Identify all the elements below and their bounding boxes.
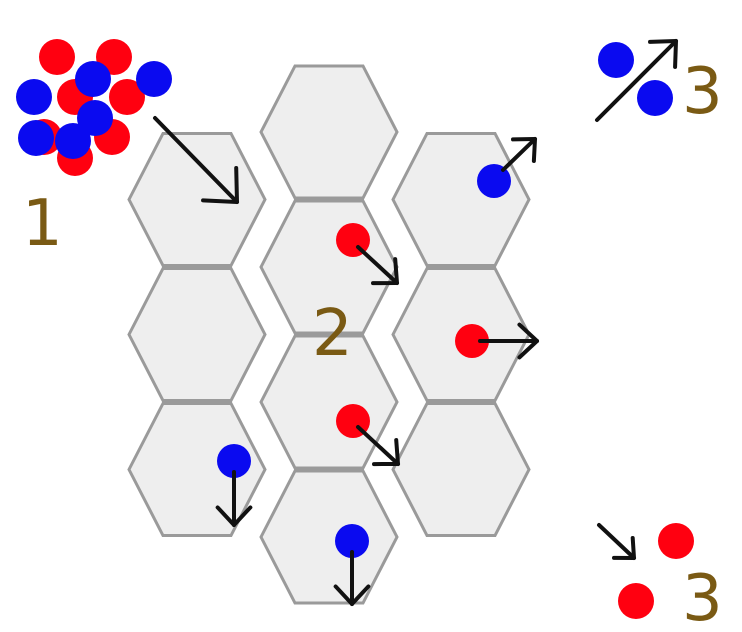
- hex-cell: [259, 334, 399, 470]
- blue-particle: [637, 80, 673, 116]
- blue-particle: [77, 100, 113, 136]
- red-particle: [658, 523, 694, 559]
- hex-cell: [127, 267, 267, 402]
- arrow-hex-red-right: [478, 322, 539, 360]
- hex-cell: [127, 132, 267, 267]
- label-step-1: 1: [22, 187, 63, 261]
- red-particle: [39, 39, 75, 75]
- blue-particle: [477, 164, 511, 198]
- blue-particle: [75, 61, 111, 97]
- arrow-initial: [153, 116, 239, 204]
- hex-cell: [127, 402, 267, 537]
- red-particle: [618, 583, 654, 619]
- outgoing-particles: [598, 42, 694, 619]
- blue-particle: [217, 444, 251, 478]
- label-step-3-top: 3: [682, 55, 723, 129]
- arrow-hex-blue-left: [215, 470, 253, 527]
- blue-particle: [598, 42, 634, 78]
- hex-cell: [259, 469, 399, 605]
- hex-cell: [391, 132, 531, 267]
- blue-particle: [16, 79, 52, 115]
- blue-particle: [136, 61, 172, 97]
- initial-particle-cluster: [16, 39, 172, 176]
- arrow-hex-blue-top: [501, 137, 537, 172]
- arrow-exit-top: [595, 39, 678, 122]
- arrow-exit-bottom: [597, 523, 636, 560]
- arrow-hex-red-upper: [356, 245, 399, 286]
- blue-particle: [335, 524, 369, 558]
- blue-particle: [18, 120, 54, 156]
- red-particle: [455, 324, 489, 358]
- motion-arrows: [153, 39, 678, 606]
- label-step-3-bottom: 3: [682, 562, 723, 632]
- blue-particle: [55, 123, 91, 159]
- red-particle: [109, 79, 145, 115]
- arrow-hex-red-lower: [356, 425, 400, 467]
- hex-cell: [259, 64, 399, 200]
- arrow-hex-blue-bottom: [333, 550, 371, 606]
- hex-cell: [391, 402, 531, 537]
- label-step-2: 2: [312, 297, 353, 371]
